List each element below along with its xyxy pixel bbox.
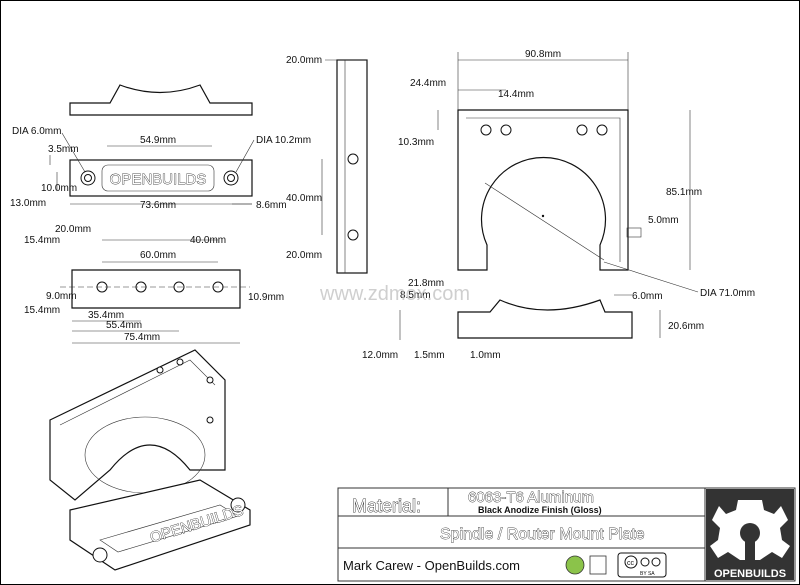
svg-text:40.0mm: 40.0mm (190, 235, 226, 246)
svg-text:75.4mm: 75.4mm (124, 332, 160, 343)
svg-text:90.8mm: 90.8mm (525, 49, 561, 60)
svg-text:8.6mm: 8.6mm (256, 200, 287, 211)
watermark: www.zdmox.com (319, 283, 470, 305)
svg-text:14.4mm: 14.4mm (498, 89, 534, 100)
top-view (69, 84, 253, 116)
svg-text:9.0mm: 9.0mm (46, 291, 77, 302)
svg-text:1.0mm: 1.0mm (470, 350, 501, 361)
svg-text:10.9mm: 10.9mm (248, 292, 284, 303)
svg-text:1.5mm: 1.5mm (414, 350, 445, 361)
bottle-icon (589, 555, 607, 575)
svg-text:60.0mm: 60.0mm (140, 250, 176, 261)
svg-text:OPENBUILDS: OPENBUILDS (714, 568, 786, 580)
side-hole-view: 20.0mm 15.4mm 40.0mm 60.0mm 9.0mm 15.4mm… (24, 224, 284, 344)
svg-text:21.8mm: 21.8mm (408, 278, 444, 289)
badge-icon (565, 555, 585, 575)
svg-text:35.4mm: 35.4mm (88, 310, 124, 321)
svg-text:40.0mm: 40.0mm (286, 193, 322, 204)
front-plate-dims: 54.9mm 73.6mm DIA 6.0mm DIA 10.2mm 3.5mm… (10, 126, 311, 211)
svg-text:DIA 10.2mm: DIA 10.2mm (256, 135, 311, 146)
svg-text:55.4mm: 55.4mm (106, 320, 142, 331)
svg-text:cc: cc (627, 560, 635, 567)
svg-text:20.0mm: 20.0mm (55, 224, 91, 235)
svg-text:10.0mm: 10.0mm (41, 183, 77, 194)
author: Mark Carew - OpenBuilds.com (343, 558, 520, 573)
front-plate-view: OPENBUILDS (69, 159, 253, 197)
svg-text:20.0mm: 20.0mm (286, 250, 322, 261)
svg-text:DIA 71.0mm: DIA 71.0mm (700, 288, 755, 299)
plate-engraving: OPENBUILDS (110, 171, 207, 188)
main-front-view: 90.8mm 24.4mm 14.4mm 10.3mm 85.1mm 5.0mm… (398, 49, 755, 299)
svg-text:15.4mm: 15.4mm (24, 305, 60, 316)
svg-text:DIA 6.0mm: DIA 6.0mm (12, 126, 61, 137)
svg-text:BY SA: BY SA (640, 571, 655, 577)
svg-text:73.6mm: 73.6mm (140, 200, 176, 211)
title-block: Material: 6063-T6 Aluminum Black Anodize… (337, 487, 796, 582)
svg-text:85.1mm: 85.1mm (666, 187, 702, 198)
svg-text:24.4mm: 24.4mm (410, 78, 446, 89)
openbuilds-logo: OPENBUILDS (706, 489, 794, 580)
svg-text:54.9mm: 54.9mm (140, 135, 176, 146)
svg-text:20.6mm: 20.6mm (668, 321, 704, 332)
svg-text:10.3mm: 10.3mm (398, 137, 434, 148)
svg-text:12.0mm: 12.0mm (362, 350, 398, 361)
svg-text:6.0mm: 6.0mm (632, 291, 663, 302)
svg-text:13.0mm: 13.0mm (10, 198, 46, 209)
svg-text:20.0mm: 20.0mm (286, 55, 322, 66)
svg-text:8.5mm: 8.5mm (400, 290, 431, 301)
part-name: Spindle / Router Mount Plate (440, 526, 645, 543)
svg-text:15.4mm: 15.4mm (24, 235, 60, 246)
svg-text:5.0mm: 5.0mm (648, 215, 679, 226)
finish-text: Black Anodize Finish (Gloss) (478, 505, 602, 515)
isometric-view: OPENBUILDS (49, 349, 251, 571)
material-label: Material: (352, 496, 421, 516)
material-value: 6063-T6 Aluminum (468, 489, 594, 506)
bottom-side-view: 21.8mm 8.5mm 6.0mm 20.6mm 12.0mm 1.5mm 1… (362, 278, 704, 361)
narrow-side-view: 20.0mm 40.0mm 20.0mm (286, 55, 368, 274)
svg-text:3.5mm: 3.5mm (48, 144, 79, 155)
